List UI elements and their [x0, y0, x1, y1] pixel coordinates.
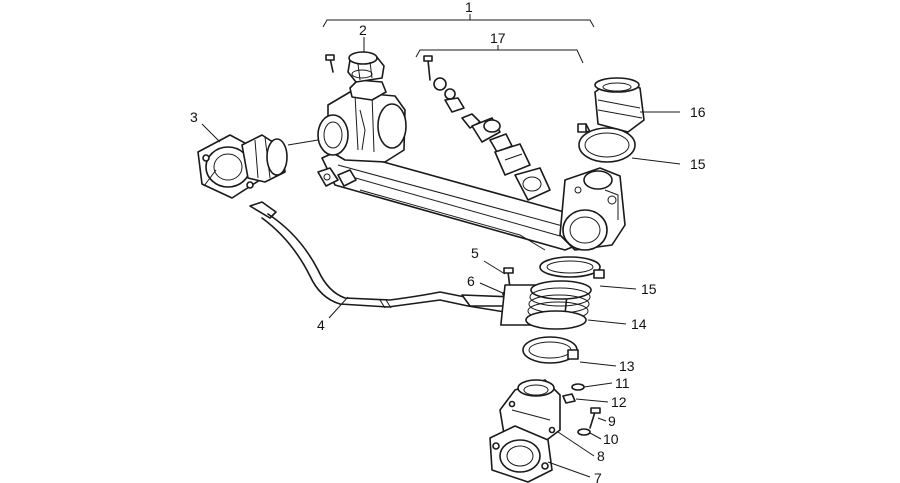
callout-labels: 1 2 3 4 5 6 7 8 9 10 11 12 13 14 15 15 1… [190, 0, 706, 483]
part-9-bolt [589, 407, 601, 429]
callout-5: 5 [471, 245, 479, 261]
throttle-body-assembly [317, 79, 591, 251]
part-11-washer [571, 383, 585, 391]
part-10-washer [577, 428, 591, 436]
right-throttle-housing [559, 123, 626, 251]
callout-15-top: 15 [690, 156, 706, 172]
callout-1: 1 [465, 0, 473, 15]
leader-lines [201, 37, 681, 478]
part-17-sensor-stack [423, 55, 551, 201]
part-12-nut [562, 393, 576, 404]
part-7-flange-gasket [489, 425, 553, 483]
part-2-cap [325, 51, 385, 83]
callout-3: 3 [190, 109, 198, 125]
callout-10: 10 [603, 431, 619, 447]
part-15-clamp-middle [539, 256, 605, 279]
callout-16: 16 [690, 104, 706, 120]
group-bracket-1 [322, 14, 595, 28]
callout-2: 2 [359, 22, 367, 38]
part-3-flange-sleeve [197, 134, 288, 199]
callout-17: 17 [490, 30, 506, 46]
part-16-sleeve [594, 77, 645, 133]
part-13-clamp-lower [522, 336, 579, 364]
callout-4: 4 [317, 317, 325, 333]
part-15-clamp-top [577, 123, 636, 163]
callout-12: 12 [611, 394, 627, 410]
callout-8: 8 [597, 448, 605, 464]
callout-6: 6 [467, 273, 475, 289]
callout-11: 11 [615, 375, 630, 391]
callout-7: 7 [594, 470, 602, 483]
part-14-hose [500, 280, 592, 330]
callout-14: 14 [631, 316, 647, 332]
callout-13: 13 [619, 358, 635, 374]
callout-15-middle: 15 [641, 281, 657, 297]
callout-9: 9 [608, 413, 616, 429]
group-bracket-17 [415, 45, 584, 64]
